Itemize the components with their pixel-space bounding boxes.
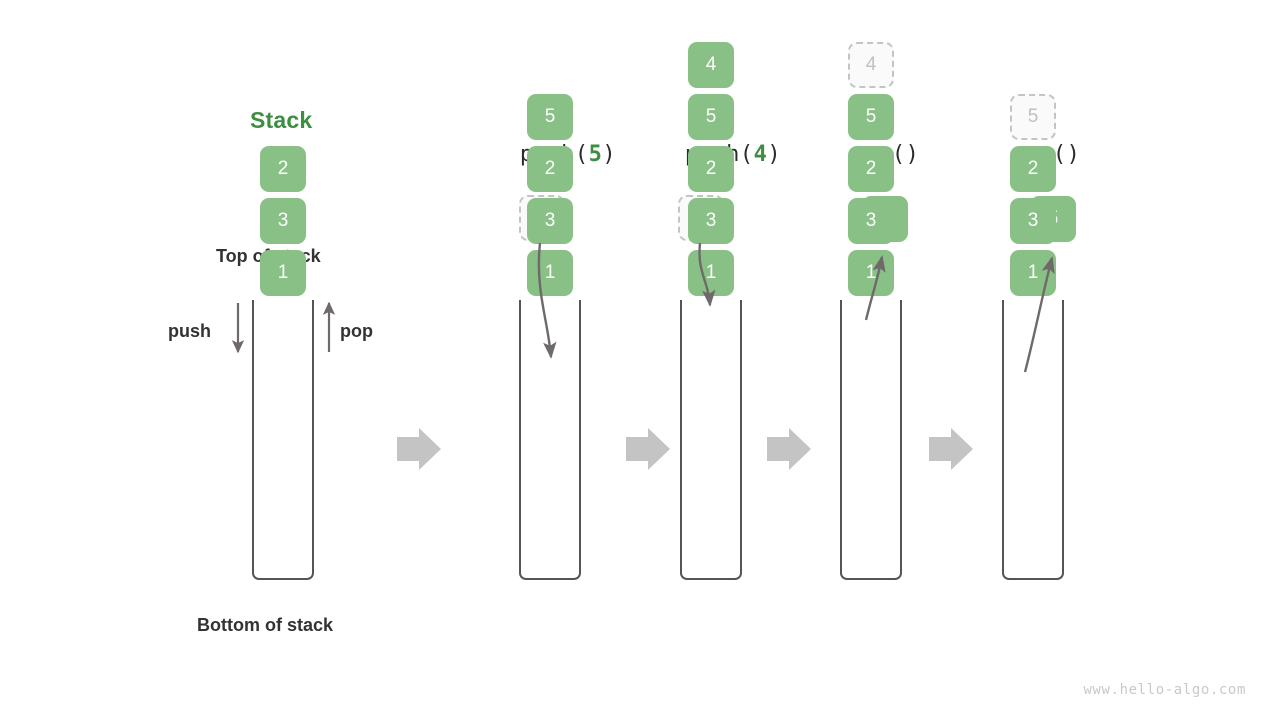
stack-cell: 3 xyxy=(260,198,306,244)
op-suffix: ) xyxy=(905,142,920,167)
stack-cell: 3 xyxy=(1010,198,1056,244)
stack-container xyxy=(519,300,581,580)
stack-cell: 3 xyxy=(848,198,894,244)
stack-cell: 1 xyxy=(527,250,573,296)
op-arg: 5 xyxy=(588,142,603,167)
stack-cells: 1 3 2 5 4 xyxy=(848,42,894,296)
stack-cell: 3 xyxy=(688,198,734,244)
step-separator-arrow-icon xyxy=(929,428,973,470)
stack-cell: 2 xyxy=(527,146,573,192)
step-separator-arrow-icon xyxy=(397,428,441,470)
watermark: www.hello-algo.com xyxy=(1083,682,1246,698)
stack-container xyxy=(252,300,314,580)
stack-cells: 1 3 2 xyxy=(260,146,306,296)
stack-cell: 1 xyxy=(688,250,734,296)
stack-cell: 2 xyxy=(260,146,306,192)
pop-label: pop xyxy=(340,321,373,341)
stack-container xyxy=(1002,300,1064,580)
stack-container xyxy=(680,300,742,580)
stack-cell: 2 xyxy=(688,146,734,192)
step-separator-arrow-icon xyxy=(626,428,670,470)
stack-cell: 5 xyxy=(688,94,734,140)
stack-cell: 1 xyxy=(1010,250,1056,296)
op-suffix: ) xyxy=(602,142,617,167)
op-suffix: ) xyxy=(1066,142,1081,167)
stack-cell-removed: 5 xyxy=(1010,94,1056,140)
stack-cells: 1 3 2 5 xyxy=(527,94,573,296)
bottom-of-stack-label: Bottom of stack xyxy=(197,615,334,635)
step-separator-arrow-icon xyxy=(767,428,811,470)
page-title: Stack xyxy=(250,107,313,133)
stack-cell: 5 xyxy=(527,94,573,140)
stack-cell-removed: 4 xyxy=(848,42,894,88)
op-suffix: ) xyxy=(767,142,782,167)
stack-cell: 2 xyxy=(848,146,894,192)
stack-cell: 2 xyxy=(1010,146,1056,192)
stack-cell: 4 xyxy=(688,42,734,88)
stack-cell: 1 xyxy=(260,250,306,296)
stack-cell: 1 xyxy=(848,250,894,296)
stack-cells: 1 3 2 5 4 xyxy=(688,42,734,296)
stack-container xyxy=(840,300,902,580)
push-label: push xyxy=(168,321,211,341)
stack-cell: 3 xyxy=(527,198,573,244)
op-arg: 4 xyxy=(753,142,768,167)
stack-cell: 5 xyxy=(848,94,894,140)
stack-cells: 1 3 2 5 xyxy=(1010,94,1056,296)
